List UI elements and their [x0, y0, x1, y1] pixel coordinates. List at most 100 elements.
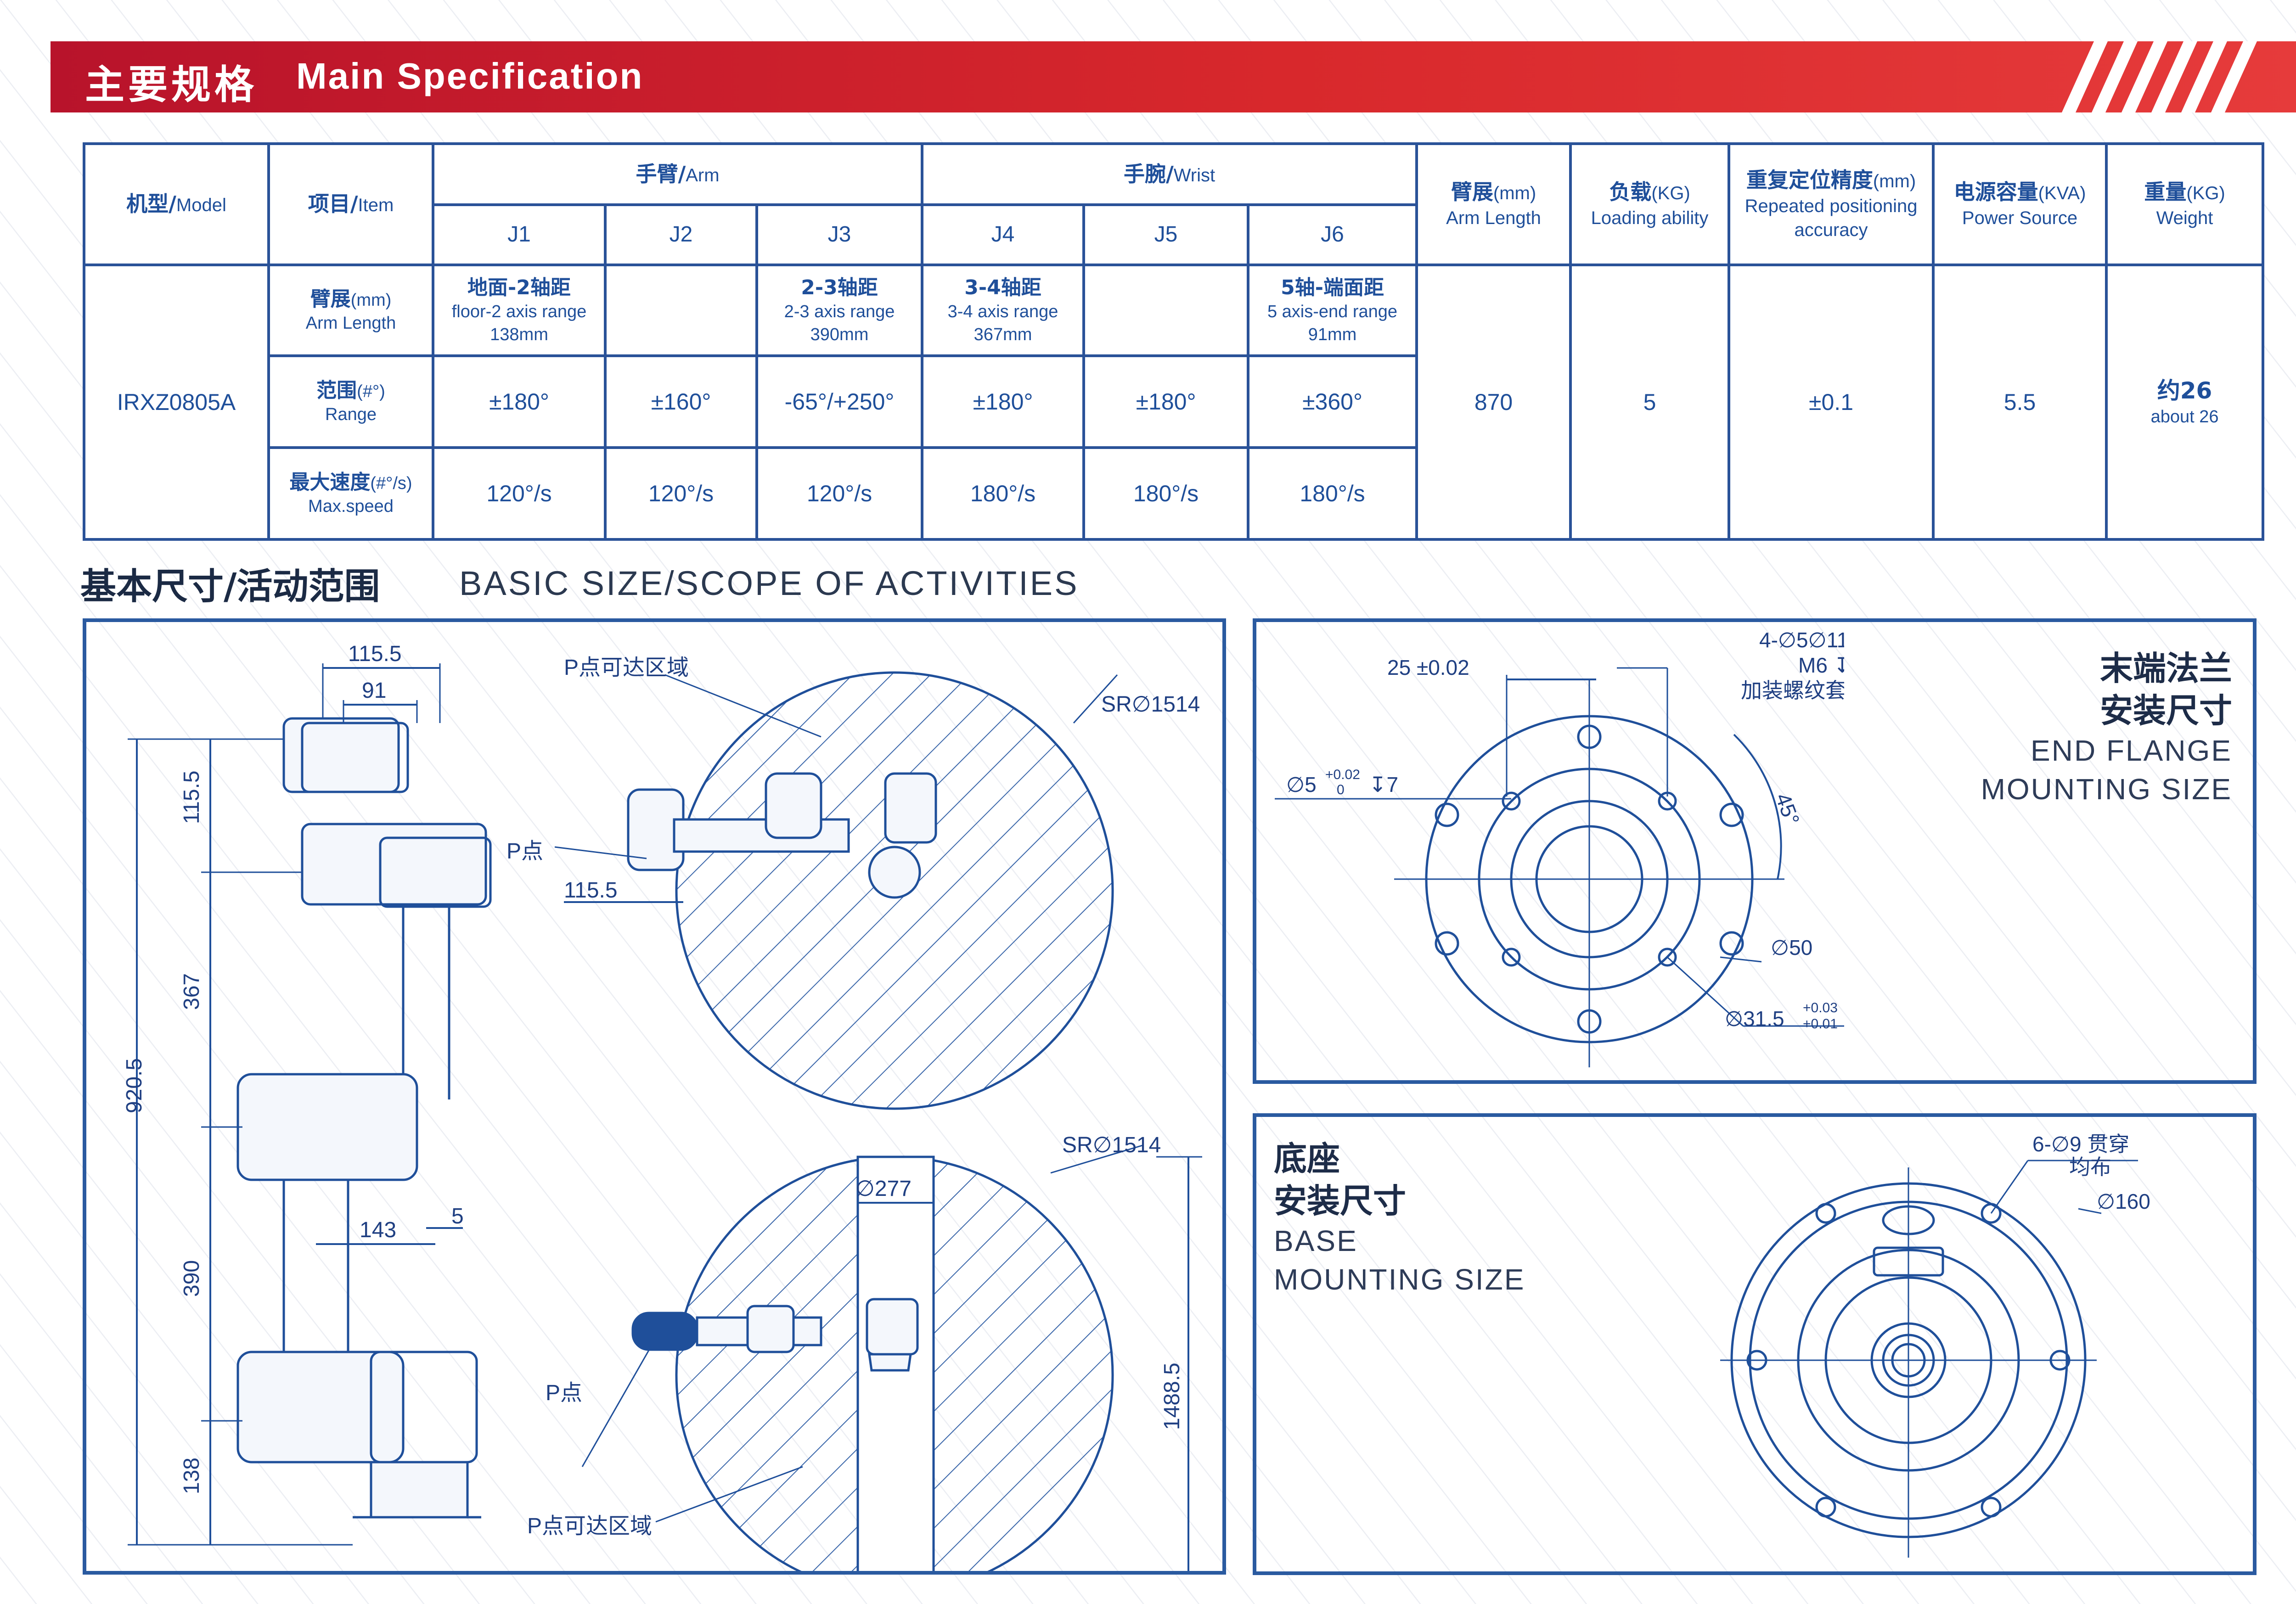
joint-header-j6: J6 [1247, 203, 1418, 266]
range-j5: ±180° [1082, 354, 1250, 449]
speed-j3: 120°/s [755, 446, 924, 541]
front-view-p-label: P点 [546, 1381, 582, 1405]
base-holes-1: 6-∅9 贯穿 [2032, 1132, 2129, 1156]
robot-front-view [631, 1298, 919, 1372]
dim-390: 390 [180, 1260, 204, 1297]
joint-header-j5: J5 [1082, 203, 1250, 266]
robot-top-view [627, 772, 937, 899]
dim-top-outer: 115.5 [348, 642, 402, 666]
base-dia-160: ∅160 [2097, 1189, 2150, 1213]
flange-tol-31-lower: +0.01 [1803, 1016, 1838, 1032]
dimension-drawing-panel: 115.5 91 920.5 115.5 367 390 138 143 5 P… [83, 618, 1226, 1575]
joint-header-j3: J3 [755, 203, 924, 266]
header-stripes-decoration [2062, 41, 2257, 112]
front-view-inner-dia: ∅277 [855, 1177, 912, 1201]
end-flange-drawing: 25 ±0.02 4-∅5∅11 M6 ↧8 加装螺纹套 均布 ∅5 +0.02… [1275, 628, 1844, 1067]
speed-j2: 120°/s [604, 446, 758, 541]
arm-length-j2 [604, 264, 758, 357]
top-view-sr: SR∅1514 [1101, 692, 1200, 717]
flange-label-en-2: MOUNTING SIZE [1981, 772, 2232, 806]
dim-367: 367 [180, 973, 204, 1010]
item-header: 项目/Item [267, 142, 434, 266]
header-title-cn: 主要规格 [85, 62, 258, 108]
spec-table: 机型/Model 项目/Item 手臂/Arm 手腕/Wrist 臂展(mm)A… [83, 142, 2265, 541]
flange-dia-31: ∅31.5 [1725, 1007, 1784, 1031]
top-view-dim-115-5: 115.5 [564, 878, 618, 903]
header-title-en: Main Specification [296, 56, 644, 96]
flange-label-cn-2: 安装尺寸 [2099, 691, 2232, 730]
base-label-en-2: MOUNTING SIZE [1274, 1262, 1525, 1296]
range-j3: -65°/+250° [755, 354, 924, 449]
dim-top-inner: 91 [362, 679, 386, 703]
arm-length-header: 臂展(mm)Arm Length [1415, 142, 1572, 266]
front-view-sr: SR∅1514 [1062, 1133, 1161, 1157]
flange-holes-2: M6 ↧8 [1798, 653, 1844, 677]
model-cell: IRXZ0805A [83, 264, 270, 541]
flange-tol-31-upper: +0.03 [1803, 1000, 1838, 1015]
flange-pin-tol-upper: +0.02 [1325, 767, 1360, 782]
flange-dim-25: 25 ±0.02 [1387, 656, 1469, 679]
load-header: 负载(KG)Loading ability [1569, 142, 1731, 266]
row-label-range: 范围(#°)Range [267, 354, 434, 449]
base-drawing: 6-∅9 贯穿 均布 ∅160 [1720, 1132, 2150, 1558]
wrist-group-header: 手腕/Wrist [921, 142, 1418, 206]
speed-j6: 180°/s [1247, 446, 1418, 541]
end-flange-panel: 25 ±0.02 4-∅5∅11 M6 ↧8 加装螺纹套 均布 ∅5 +0.02… [1253, 618, 2257, 1084]
row-label-arm-length: 臂展(mm)Arm Length [267, 264, 434, 357]
flange-pin-dia: ∅5 [1286, 773, 1317, 796]
load-value: 5 [1569, 264, 1731, 541]
joint-header-j2: J2 [604, 203, 758, 266]
range-j2: ±160° [604, 354, 758, 449]
arm-length-j5 [1082, 264, 1250, 357]
base-label: 底座 安装尺寸 BASE MOUNTING SIZE [1274, 1138, 1525, 1299]
top-view-reach-label: P点可达区域 [564, 656, 689, 680]
speed-j1: 120°/s [432, 446, 607, 541]
dim-143: 143 [360, 1218, 396, 1242]
range-j6: ±360° [1247, 354, 1418, 449]
dim-5: 5 [451, 1204, 464, 1228]
speed-j4: 180°/s [921, 446, 1086, 541]
flange-holes-3: 加装螺纹套 均布 [1741, 679, 1844, 702]
flange-angle: 45° [1771, 790, 1805, 828]
front-view-height: 1488.5 [1160, 1363, 1184, 1430]
power-header: 电源容量(KVA)Power Source [1932, 142, 2108, 266]
flange-label-en-1: END FLANGE [2031, 734, 2232, 768]
base-panel: 底座 安装尺寸 BASE MOUNTING SIZE 6-∅9 贯穿 均 [1253, 1113, 2257, 1575]
arm-length-value: 870 [1415, 264, 1572, 541]
arm-group-header: 手臂/Arm [431, 142, 924, 206]
row-label-speed: 最大速度(#°/s)Max.speed [267, 446, 434, 541]
dimension-drawing: 115.5 91 920.5 115.5 367 390 138 143 5 P… [122, 642, 1202, 1571]
robot-side-view [236, 717, 492, 1519]
front-view-reach-label: P点可达区域 [527, 1514, 652, 1538]
flange-label-cn-1: 末端法兰 [2099, 649, 2232, 688]
joint-header-j4: J4 [921, 203, 1086, 266]
joint-header-j1: J1 [432, 203, 607, 266]
repeat-accuracy-header: 重复定位精度(mm)Repeated positioning accuracy [1728, 142, 1935, 266]
power-value: 5.5 [1932, 264, 2108, 541]
dimensions-title-en: BASIC SIZE/SCOPE OF ACTIVITIES [459, 564, 1079, 602]
flange-label: 末端法兰 安装尺寸 END FLANGE MOUNTING SIZE [1981, 647, 2232, 808]
weight-header: 重量(KG)Weight [2105, 142, 2265, 266]
repeat-accuracy-value: ±0.1 [1728, 264, 1935, 541]
dimensions-title-cn: 基本尺寸/活动范围 [80, 566, 380, 607]
speed-j5: 180°/s [1082, 446, 1250, 541]
base-holes-2: 均布 [2069, 1155, 2111, 1179]
range-j1: ±180° [432, 354, 607, 449]
flange-pin-tol-lower: 0 [1337, 782, 1345, 797]
base-label-cn-1: 底座 [1274, 1139, 1340, 1178]
dim-138: 138 [180, 1458, 204, 1494]
range-j4: ±180° [921, 354, 1086, 449]
flange-holes-1: 4-∅5∅11 [1759, 628, 1844, 652]
header-bar: 主要规格 Main Specification [51, 41, 2296, 112]
base-label-en-1: BASE [1274, 1224, 1358, 1258]
model-header: 机型/Model [83, 142, 270, 266]
base-label-cn-2: 安装尺寸 [1274, 1182, 1407, 1221]
flange-dia-50: ∅50 [1771, 936, 1812, 959]
flange-pin-depth: ↧7 [1369, 773, 1398, 796]
dim-115-5: 115.5 [180, 770, 204, 824]
